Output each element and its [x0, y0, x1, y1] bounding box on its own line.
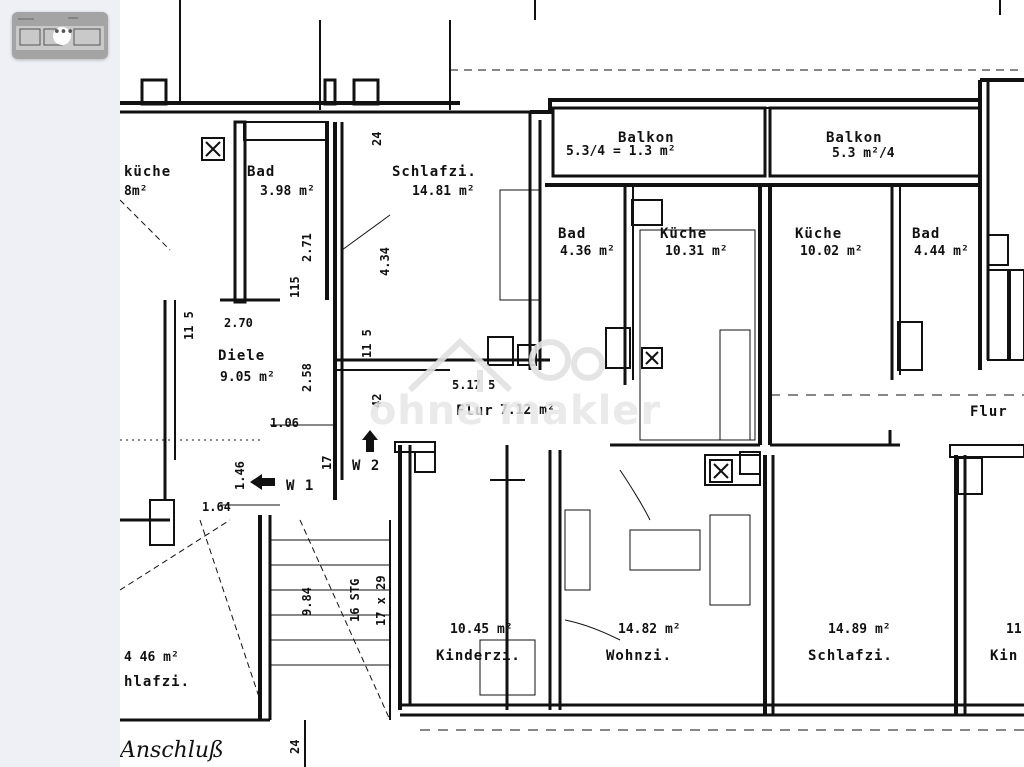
room-name-schlafzi-left: hlafzi.: [124, 674, 191, 690]
dim-42: 42: [370, 393, 384, 408]
thumbnail-sidebar: •••: [0, 0, 120, 767]
dim-115a: 115: [288, 276, 302, 298]
room-name-kueche-right: Küche: [795, 226, 843, 242]
dim-17: 17: [320, 455, 334, 470]
room-name-schlafzi-top: Schlafzi.: [392, 164, 477, 180]
dim-175: 5.17 5: [452, 378, 496, 392]
dim-115c: 11 5: [360, 329, 374, 358]
dim-271: 2.71: [300, 233, 314, 262]
room-area-bad-mid: 4.36 m²: [560, 244, 615, 259]
dim-270: 2.70: [224, 316, 253, 330]
room-name-diele: Diele: [218, 348, 266, 364]
dim-17x29: 17 x 29: [374, 575, 388, 626]
dim-146: 1.46: [233, 461, 247, 490]
dim-984: 9.84: [300, 587, 314, 616]
room-area-bad-right: 4.44 m²: [914, 244, 969, 259]
room-name-bad-mid: Bad: [558, 226, 587, 242]
room-name-balkon-1: Balkon: [618, 130, 675, 146]
floor-plan-drawing: [120, 0, 1024, 767]
room-area-kueche-mid: 10.31 m²: [665, 244, 728, 259]
room-area-kueche-left: 8m²: [124, 184, 148, 199]
dim-258: 2.58: [300, 363, 314, 392]
room-name-bad-left: Bad: [247, 164, 276, 180]
entrance-marker-w2: W 2: [352, 458, 381, 474]
handwritten-signature: Anschluß: [120, 738, 224, 763]
room-area-kinderzi-right: 11: [1006, 622, 1022, 637]
room-name-flur-mid: Flur: [456, 403, 494, 419]
room-area-flur-mid: 7.12 m²: [500, 403, 555, 418]
room-name-kueche-left: küche: [124, 164, 172, 180]
dim-24b: 24: [288, 739, 302, 754]
room-area-bad-left: 3.98 m²: [260, 184, 315, 199]
dim-106: 1.06: [270, 416, 299, 430]
room-area-schlafzi-left: 4 46 m²: [124, 650, 179, 665]
dim-24a: 24: [370, 131, 384, 146]
room-area-kinderzi-mid: 10.45 m²: [450, 622, 513, 637]
page-thumbnail[interactable]: •••: [12, 12, 108, 59]
room-name-kinderzi-right: Kin: [990, 648, 1019, 664]
room-name-kinderzi-mid: Kinderzi.: [436, 648, 521, 664]
room-name-schlafzi-bottom: Schlafzi.: [808, 648, 893, 664]
dim-16stg: 16 STG: [348, 578, 362, 622]
dim-434: 4.34: [378, 247, 392, 276]
image-viewer-canvas: küche 8m² Bad 3.98 m² Schlafzi. 14.81 m²…: [120, 0, 1024, 767]
room-area-schlafzi-bottom: 14.89 m²: [828, 622, 891, 637]
more-options-icon[interactable]: •••: [53, 26, 74, 45]
room-name-wohnzi: Wohnzi.: [606, 648, 673, 664]
room-name-kueche-mid: Küche: [660, 226, 708, 242]
dim-115b: 11 5: [182, 311, 196, 340]
room-area-balkon-2: 5.3 m²/4: [832, 146, 895, 161]
room-name-balkon-2: Balkon: [826, 130, 883, 146]
room-name-flur-right: Flur: [970, 404, 1008, 420]
room-area-diele: 9.05 m²: [220, 370, 275, 385]
room-area-kueche-right: 10.02 m²: [800, 244, 863, 259]
room-name-bad-right: Bad: [912, 226, 941, 242]
entrance-marker-w1: W 1: [286, 478, 315, 494]
room-area-wohnzi: 14.82 m²: [618, 622, 681, 637]
room-area-schlafzi-top: 14.81 m²: [412, 184, 475, 199]
entrance-arrows: [250, 430, 378, 490]
room-area-balkon-1: 5.3/4 = 1.3 m²: [566, 144, 676, 159]
dim-164: 1.64: [202, 500, 231, 514]
